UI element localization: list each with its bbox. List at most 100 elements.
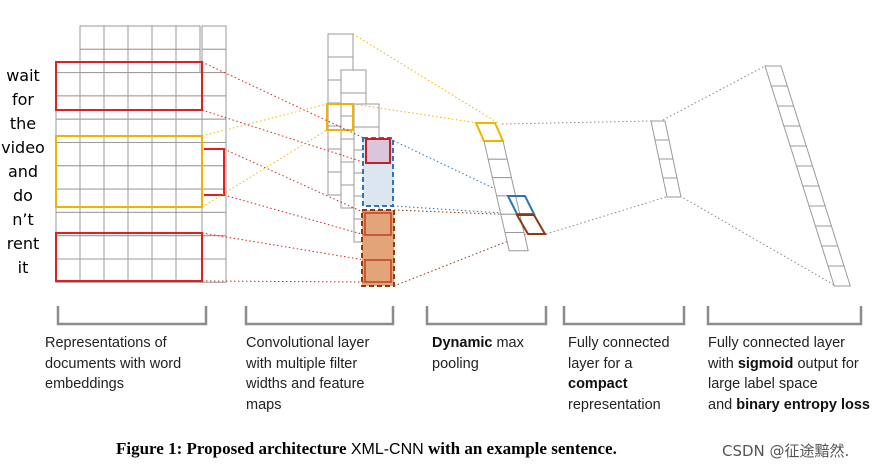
embedding-cell: [127, 258, 153, 283]
word-token: the: [9, 114, 37, 133]
word-token: it: [17, 258, 29, 277]
embedding-cell: [79, 188, 105, 213]
embedding-cell: [175, 95, 203, 120]
caption-pooling: Dynamic max pooling: [432, 335, 524, 372]
embedding-cell: [175, 165, 203, 190]
feature-map-orange-cell-2: [364, 259, 392, 283]
embedding-cell: [127, 48, 153, 74]
embedding-cell: [127, 235, 153, 260]
embedding-cell: [201, 235, 227, 260]
embedding-cell: [103, 235, 129, 260]
embedding-cell: [151, 118, 177, 143]
embedding-cell: [55, 235, 81, 260]
embedding-cell: [103, 258, 129, 283]
embedding-cell: [103, 188, 129, 213]
word-token: rent: [6, 234, 40, 253]
embedding-cell: [201, 25, 227, 50]
embedding-cell: [151, 48, 177, 74]
embedding-cell: [201, 48, 227, 74]
embedding-cell: [103, 95, 129, 120]
feature-map-yellow-cell: [326, 103, 354, 131]
filter-window-red-top: [55, 61, 203, 111]
embedding-cell: [175, 25, 201, 50]
embedding-cell: [55, 118, 81, 143]
embedding-cell: [201, 95, 227, 120]
embedding-cell: [151, 188, 177, 213]
embedding-cell: [79, 25, 105, 50]
embedding-cell: [151, 235, 177, 260]
connection-lines: [201, 33, 837, 287]
output-cell: [814, 225, 839, 247]
feature-map-red-cell: [365, 138, 391, 164]
output-cell: [783, 125, 807, 147]
word-token: do: [13, 186, 33, 205]
embedding-cell: [103, 142, 129, 167]
filter-window-yellow: [55, 135, 203, 208]
pooled-cell-yellow: [474, 122, 505, 142]
output-cell: [776, 105, 801, 127]
embedding-cell: [127, 165, 153, 190]
embedding-cell: [201, 142, 227, 167]
embedding-cell: [175, 48, 201, 74]
feature-maps: [327, 33, 380, 243]
output-cell: [770, 85, 795, 107]
stage-brackets: [56, 306, 863, 326]
word-token: for: [12, 90, 34, 109]
embedding-cell: [55, 142, 81, 167]
word-token: and: [7, 162, 39, 181]
embedding-cell: [201, 188, 227, 213]
embedding-cell: [175, 118, 203, 143]
output-cell: [821, 245, 845, 267]
compact-hidden-layer: [650, 120, 682, 198]
embedding-cell: [201, 165, 227, 190]
embedding-cell: [103, 25, 129, 50]
embedding-cell: [201, 211, 227, 237]
embedding-cell: [175, 235, 203, 260]
embedding-cell: [103, 118, 129, 143]
embedding-cell: [127, 25, 153, 50]
word-token: wait: [6, 66, 40, 85]
pooled-cell-brown: [515, 214, 547, 235]
output-cell: [802, 185, 826, 207]
embedding-cell: [55, 258, 81, 283]
feature-map-cell: [340, 69, 367, 94]
embedding-cell: [151, 165, 177, 190]
caption-output: Fully connected layer with sigmoid outpu…: [708, 335, 870, 413]
embedding-cell: [55, 165, 81, 190]
embedding-cell: [127, 95, 153, 120]
embedding-cell: [79, 72, 105, 97]
caption-convolution: Convolutional layer with multiple filter…: [246, 335, 370, 413]
embedding-cell: [103, 48, 129, 74]
hidden-cell: [650, 120, 670, 141]
pooled-cell: [504, 232, 529, 252]
embedding-cell: [151, 25, 177, 50]
embedding-cell: [127, 142, 153, 167]
embedding-cell: [127, 188, 153, 213]
embedding-cell: [127, 72, 153, 97]
embedding-cell: [79, 48, 105, 74]
embedding-cell: [151, 258, 177, 283]
watermark: CSDN @征途黯然.: [722, 442, 850, 460]
feature-map-orange-cell-1: [364, 212, 392, 236]
embedding-cell: [175, 188, 203, 213]
figure-caption: Figure 1: Proposed architecture XML-CNN …: [116, 439, 617, 458]
output-layer: [764, 65, 851, 287]
pooled-cell: [491, 177, 517, 197]
pooled-cell: [500, 213, 525, 233]
embedding-cell: [175, 72, 203, 97]
embedding-cell: [55, 95, 81, 120]
feature-map-cell: [353, 103, 380, 128]
pooled-cell: [487, 158, 513, 179]
filter-window-red-middle: [204, 148, 225, 196]
embedding-cell: [127, 118, 153, 143]
embedding-cell: [55, 188, 81, 213]
hidden-cell: [662, 177, 682, 198]
caption-representation: Representations of documents with word e…: [45, 335, 182, 392]
embedding-cell: [79, 235, 105, 260]
embedding-cell: [103, 165, 129, 190]
embedding-cell: [151, 95, 177, 120]
embedding-cell: [79, 95, 105, 120]
output-cell: [795, 165, 820, 187]
embedding-cell: [55, 72, 81, 97]
